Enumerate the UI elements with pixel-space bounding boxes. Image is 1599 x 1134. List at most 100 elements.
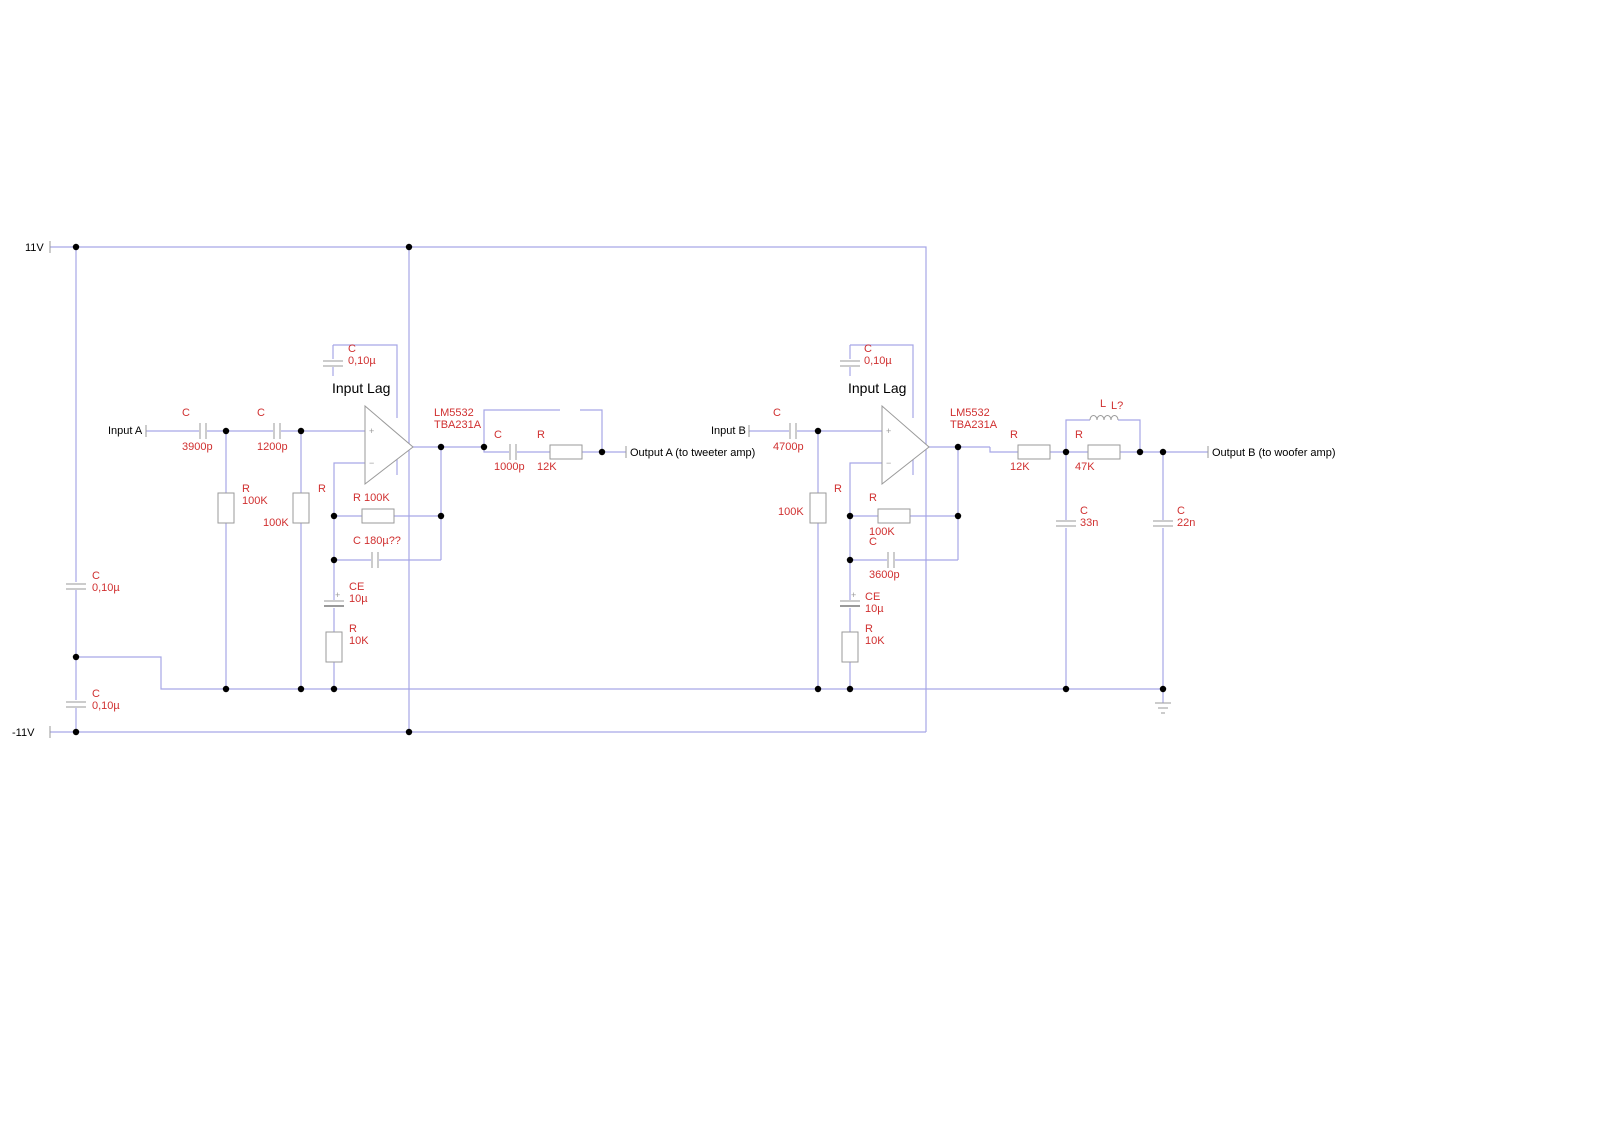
supply-cap-2-name: C: [92, 688, 100, 700]
bypass-cap-a: C 0,10µ: [323, 343, 376, 367]
cap-a-feedback-label: C 180µ??: [353, 535, 401, 547]
resistor-b-shunt-name: R: [834, 483, 842, 495]
resistor-b-feedback-value: 100K: [869, 526, 895, 538]
resistor-a-ground: R 10K: [325, 623, 369, 663]
opamp-b-part1: LM5532: [950, 407, 990, 419]
channel-b-title: Input Lag: [848, 380, 906, 396]
cap-a-in2-value: 1200p: [257, 441, 288, 453]
supply-cap-1: C 0,10µ: [66, 570, 120, 594]
resistor-b-ground-value: 10K: [865, 635, 885, 647]
resistor-a-out-value: 12K: [537, 461, 557, 473]
cap-b-electrolytic-value: 10µ: [865, 603, 884, 615]
resistor-a-shunt2-name: R: [318, 483, 326, 495]
svg-text:+: +: [335, 590, 340, 600]
resistor-a-shunt2-value: 100K: [263, 517, 289, 529]
cap-a-electrolytic-name: CE: [349, 581, 364, 593]
supply-cap-1-name: C: [92, 570, 100, 582]
supply-cap-2-value: 0,10µ: [92, 700, 120, 712]
cap-b-electrolytic: + CE 10µ: [840, 590, 884, 615]
cap-b-shunt1-value: 33n: [1080, 517, 1098, 529]
rail-neg-label: -11V: [12, 727, 35, 739]
resistor-b-out2-name: R: [1075, 429, 1083, 441]
resistor-b-out1: R 12K: [1010, 429, 1051, 473]
resistor-a-shunt1: R 100K: [217, 483, 268, 524]
opamp-a: + − LM5532 TBA231A: [364, 404, 482, 486]
resistor-b-feedback-name: R: [869, 492, 877, 504]
resistor-a-feedback: R 100K: [353, 492, 395, 524]
svg-text:+: +: [369, 426, 374, 436]
cap-b-shunt1-name: C: [1080, 505, 1088, 517]
bypass-cap-a-value: 0,10µ: [348, 355, 376, 367]
cap-a-in2: C 1200p: [257, 407, 288, 453]
resistor-a-out: R 12K: [537, 429, 583, 473]
cap-a-in2-name: C: [257, 407, 265, 419]
rail-labels: 11V -11V: [12, 241, 51, 739]
cap-b-feedback: C 3600p: [869, 536, 900, 581]
resistor-b-feedback: R 100K: [869, 492, 911, 538]
inductor-b: L L?: [1089, 398, 1123, 422]
svg-text:−: −: [369, 458, 374, 468]
cap-b-in: C 4700p: [773, 407, 804, 453]
cap-a-feedback: C 180µ??: [353, 535, 401, 568]
resistor-b-out2-value: 47K: [1075, 461, 1095, 473]
supply-cap-1-value: 0,10µ: [92, 582, 120, 594]
cap-a-in1: C 3900p: [182, 407, 213, 453]
cap-b-in-name: C: [773, 407, 781, 419]
cap-b-in-value: 4700p: [773, 441, 804, 453]
bypass-cap-b: C 0,10µ: [840, 343, 892, 367]
opamp-a-part1: LM5532: [434, 407, 474, 419]
cap-b-shunt2-name: C: [1177, 505, 1185, 517]
output-a-label: Output A (to tweeter amp): [630, 447, 755, 459]
wires: [50, 246, 1208, 733]
cap-a-out: C 1000p: [494, 429, 525, 473]
opamp-a-part2: TBA231A: [434, 419, 482, 431]
channel-a-title: Input Lag: [332, 380, 390, 396]
bypass-cap-b-value: 0,10µ: [864, 355, 892, 367]
resistor-a-shunt1-name: R: [242, 483, 250, 495]
supply-cap-2: C 0,10µ: [66, 688, 120, 712]
resistor-a-shunt1-value: 100K: [242, 495, 268, 507]
inductor-b-ref: L?: [1111, 400, 1123, 412]
cap-a-out-name: C: [494, 429, 502, 441]
resistor-b-shunt: R 100K: [778, 483, 842, 524]
channel-a: Input A C 3900p C 1200p R 100K R 100K: [108, 343, 755, 663]
cap-a-electrolytic-value: 10µ: [349, 593, 368, 605]
cap-b-feedback-name: C: [869, 536, 877, 548]
resistor-a-out-name: R: [537, 429, 545, 441]
channel-b: Input B C 4700p R 100K C 0,10µ Input Lag…: [711, 343, 1336, 714]
ground-symbol: [1155, 702, 1171, 714]
resistor-a-shunt2: R 100K: [263, 483, 326, 529]
opamp-b-part2: TBA231A: [950, 419, 998, 431]
resistor-b-out1-value: 12K: [1010, 461, 1030, 473]
cap-b-shunt1: C 33n: [1056, 505, 1098, 529]
svg-text:+: +: [851, 590, 856, 600]
input-a-label: Input A: [108, 425, 143, 437]
junction-dots: [72, 243, 1167, 736]
resistor-b-out2: R 47K: [1075, 429, 1121, 473]
cap-a-out-value: 1000p: [494, 461, 525, 473]
bypass-cap-a-name: C: [348, 343, 356, 355]
resistor-b-shunt-value: 100K: [778, 506, 804, 518]
bypass-cap-b-name: C: [864, 343, 872, 355]
resistor-a-feedback-label: R 100K: [353, 492, 390, 504]
cap-a-in1-value: 3900p: [182, 441, 213, 453]
resistor-b-ground: R 10K: [841, 623, 885, 663]
resistor-b-ground-name: R: [865, 623, 873, 635]
cap-b-shunt2: C 22n: [1153, 505, 1195, 529]
resistor-a-ground-name: R: [349, 623, 357, 635]
resistor-a-ground-value: 10K: [349, 635, 369, 647]
cap-b-electrolytic-name: CE: [865, 591, 880, 603]
svg-text:−: −: [886, 458, 891, 468]
svg-text:+: +: [886, 426, 891, 436]
cap-b-shunt2-value: 22n: [1177, 517, 1195, 529]
cap-a-electrolytic: + CE 10µ: [324, 581, 368, 608]
input-b-label: Input B: [711, 425, 746, 437]
cap-a-in1-name: C: [182, 407, 190, 419]
resistor-b-out1-name: R: [1010, 429, 1018, 441]
inductor-b-name: L: [1100, 398, 1106, 410]
output-b-label: Output B (to woofer amp): [1212, 447, 1336, 459]
rail-pos-label: 11V: [25, 242, 44, 254]
opamp-b: + − LM5532 TBA231A: [881, 404, 998, 486]
cap-b-feedback-value: 3600p: [869, 569, 900, 581]
